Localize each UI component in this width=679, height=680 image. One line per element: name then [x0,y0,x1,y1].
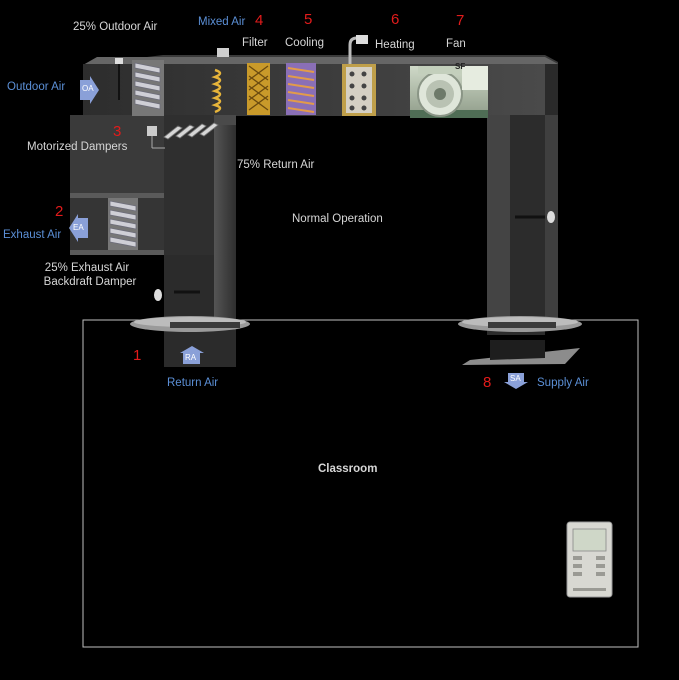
classroom-label: Classroom [318,463,378,475]
mixed-air-label: Mixed Air [198,16,246,28]
ra-badge: RA [185,353,197,362]
number-3: 3 [113,123,122,140]
number-1: 1 [133,347,142,364]
mixed-air-sensor-icon [217,48,229,57]
backdraft-damper-label: Backdraft Damper [43,276,137,288]
ra-arrow-icon [180,346,204,364]
mixed-air-coil [211,68,222,114]
oa-sensor [115,58,123,64]
return-air-pct-label: 75% Return Air [237,159,315,171]
ea-arrow-icon [69,214,88,242]
roof-curb-left [130,316,250,332]
oa-badge: OA [82,84,94,93]
number-2: 2 [55,203,64,220]
sa-arrow-icon [504,373,528,389]
supply-air-label: Supply Air [537,377,589,389]
supply-fan-icon [410,66,488,118]
cooling-label: Cooling [285,37,324,49]
number-4: 4 [255,12,264,29]
classroom-outline [82,319,639,648]
number-5: 5 [304,11,313,28]
thermostat-icon [566,521,613,598]
sa-badge: SA [510,374,521,383]
outdoor-air-pct-label: 25% Outdoor Air [73,21,158,33]
normal-operation-label: Normal Operation [292,213,383,225]
exhaust-air-pct-label: 25% Exhaust Air [44,262,130,274]
filter-label: Filter [242,37,268,49]
supply-air-duct [462,115,580,365]
return-air-damper [147,122,219,149]
sf-badge: SF [455,62,466,71]
number-8: 8 [483,374,492,391]
return-air-duct [164,115,236,367]
oa-arrow-icon [80,76,99,104]
roof-curb-right [458,316,582,332]
return-air-label: Return Air [167,377,219,389]
backdraft-sensor [154,289,162,301]
motorized-dampers-label: Motorized Dampers [27,141,128,153]
outdoor-air-label: Outdoor Air [7,81,66,93]
heating-coil-icon [342,35,376,116]
number-6: 6 [391,11,400,28]
filter-icon [247,63,270,115]
number-7: 7 [456,12,465,29]
exhaust-air-label: Exhaust Air [3,229,62,241]
cooling-coil-icon [286,63,316,115]
outdoor-air-damper [132,60,164,116]
ea-badge: EA [73,223,84,232]
exhaust-air-damper [108,198,138,250]
fan-label: Fan [446,38,466,50]
heating-label: Heating [375,39,415,51]
